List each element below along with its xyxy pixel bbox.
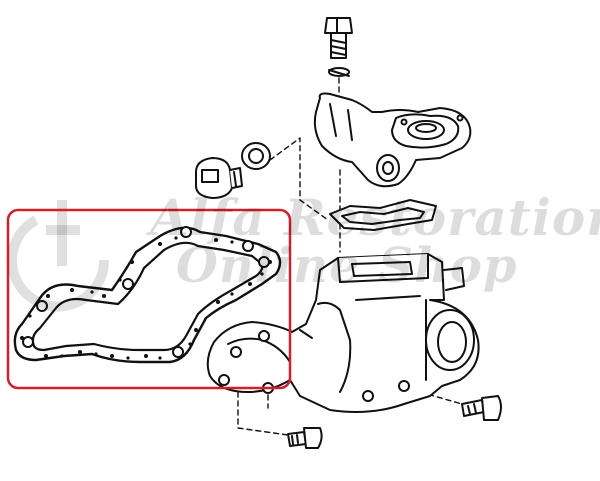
highlight-frame [6,208,292,390]
watermark-line1: Alfa Restoration [150,188,600,247]
top-washer [328,67,350,77]
plug-washer [241,142,271,170]
drain-plug [195,157,243,199]
assembly-guide-lines [237,77,463,437]
water-pump-gasket [13,226,282,364]
thermostat-housing [313,92,472,188]
top-bolt [324,17,353,59]
thermostat-gasket [329,199,437,231]
bolt-bottom-right [461,395,502,421]
water-pump-body [206,253,480,413]
bolt-bottom-center [287,427,323,449]
watermark-line2: Online Shop [176,238,518,294]
